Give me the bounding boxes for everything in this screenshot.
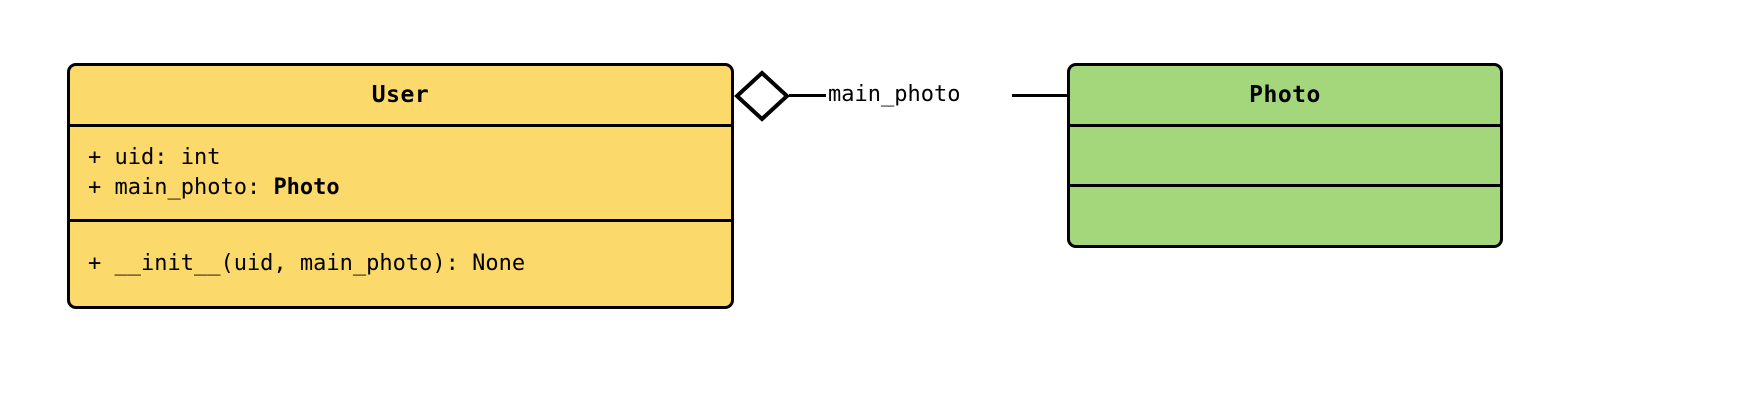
uml-class-user-methods: + __init__(uid, main_photo): None bbox=[70, 219, 731, 306]
uml-attribute-main-photo: + main_photo: Photo bbox=[88, 173, 713, 203]
uml-attribute-main-photo-type: Photo bbox=[273, 175, 340, 200]
uml-method-init: + __init__(uid, main_photo): None bbox=[88, 251, 526, 276]
association-label-main-photo: main_photo bbox=[826, 82, 963, 107]
uml-class-photo-attributes bbox=[1070, 124, 1500, 184]
aggregation-diamond-icon bbox=[734, 70, 790, 122]
uml-attribute-uid: + uid: int bbox=[88, 145, 221, 170]
uml-class-photo-methods bbox=[1070, 184, 1500, 245]
association-line-right bbox=[1012, 94, 1068, 97]
uml-class-photo[interactable]: Photo bbox=[1067, 63, 1503, 248]
uml-attribute-main-photo-prefix: + main_photo: bbox=[88, 175, 274, 200]
uml-class-user-attributes: + uid: int + main_photo: Photo bbox=[70, 124, 731, 219]
uml-class-photo-title: Photo bbox=[1249, 82, 1321, 108]
association-line-left bbox=[789, 94, 827, 97]
uml-class-user-title: User bbox=[371, 82, 430, 108]
uml-class-user[interactable]: User + uid: int + main_photo: Photo + __… bbox=[67, 63, 734, 309]
